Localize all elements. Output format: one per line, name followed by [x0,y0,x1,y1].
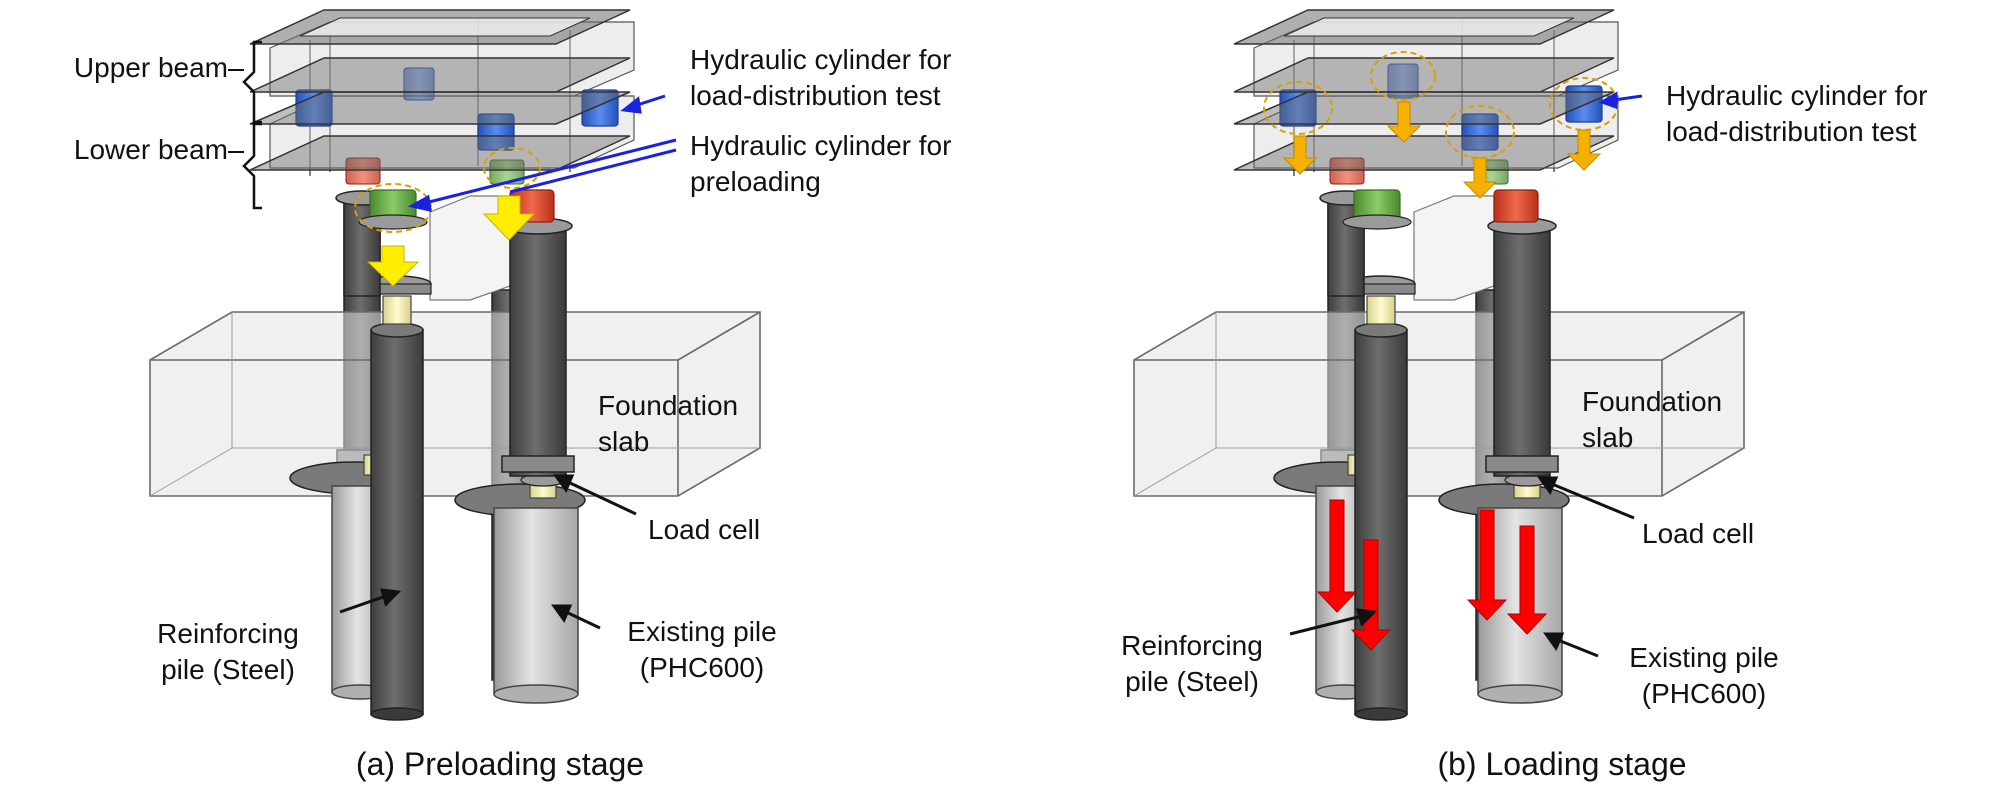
label-upper-beam: Upper beam [73,52,228,83]
preload-arrow [482,195,536,241]
label-existing-1-b: Existing pile [1629,642,1779,673]
load-arrows [1282,101,1602,199]
foundation-slab [1133,311,1745,497]
panel-b-loading [1133,9,1745,721]
upper-beam-bracket [242,40,262,124]
beam-plates [1233,9,1615,171]
label-cylinder-preload-2: preloading [690,166,821,197]
label-slab-2: slab [598,426,650,457]
label-existing-2-b: (PHC600) [1641,678,1767,709]
label-load-cell: Load cell [648,514,761,545]
label-slab-1-b: Foundation [1582,386,1723,417]
blue-cylinder [1461,113,1499,151]
blue-cylinder [581,89,619,127]
label-cylinder-load-2-b: load-distribution test [1666,116,1917,147]
blue-cylinder [1279,89,1317,127]
preload-arrow [366,245,420,287]
steel-pile-front-left [1346,275,1416,721]
leader-cylinder-load [1598,91,1643,110]
lower-beam-bracket [242,122,262,210]
beam-plates [249,9,631,171]
label-cylinder-load-2: load-distribution test [690,80,941,111]
label-reinforcing-1: Reinforcing [157,618,299,649]
settlement-arrows [1316,499,1548,651]
existing-pile-right [493,507,579,704]
label-cylinder-load-1: Hydraulic cylinder for [690,44,952,75]
blue-cylinder [477,113,515,151]
steel-pile-front-right [1485,217,1559,477]
steel-pile-front-left [362,275,432,721]
caption-loading: (b) Loading stage [1437,746,1687,782]
label-lower-beam: Lower beam [73,134,228,165]
label-slab-1: Foundation [598,390,739,421]
panel-a-preloading [149,9,761,721]
leader-cylinder-load [620,94,666,114]
blue-cylinder [1565,85,1603,123]
label-slab-2-b: slab [1582,422,1634,453]
label-existing-2: (PHC600) [639,652,765,683]
label-cylinder-preload-1: Hydraulic cylinder for [690,130,952,161]
blue-cylinder [295,89,333,127]
label-reinforcing-1-b: Reinforcing [1121,630,1263,661]
label-existing-1: Existing pile [627,616,777,647]
steel-pile-front-right [501,217,575,477]
caption-preloading: (a) Preloading stage [355,746,645,782]
red-cylinder [1493,189,1539,223]
label-cylinder-load-1-b: Hydraulic cylinder for [1666,80,1928,111]
label-reinforcing-2-b: pile (Steel) [1125,666,1259,697]
label-load-cell-b: Load cell [1642,518,1755,549]
leader-cylinder-preload [407,138,677,212]
label-reinforcing-2: pile (Steel) [161,654,295,685]
